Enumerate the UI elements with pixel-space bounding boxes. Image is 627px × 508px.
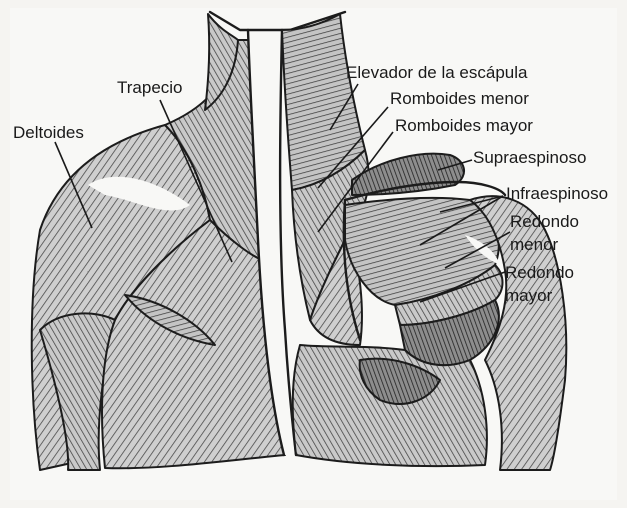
label-infraespinoso: Infraespinoso bbox=[506, 184, 608, 203]
label-redondo-mayor-line1: Redondo bbox=[505, 263, 574, 282]
label-romboides-menor: Romboides menor bbox=[390, 89, 529, 108]
label-redondo-mayor-line2: mayor bbox=[505, 286, 553, 305]
label-romboides-mayor: Romboides mayor bbox=[395, 116, 533, 135]
label-trapecio: Trapecio bbox=[117, 78, 183, 97]
label-supraespinoso: Supraespinoso bbox=[473, 148, 586, 167]
label-elevador: Elevador de la escápula bbox=[346, 63, 528, 82]
label-redondo-menor-line1: Redondo bbox=[510, 212, 579, 231]
label-deltoides: Deltoides bbox=[13, 123, 84, 142]
label-redondo-menor-line2: menor bbox=[510, 235, 559, 254]
